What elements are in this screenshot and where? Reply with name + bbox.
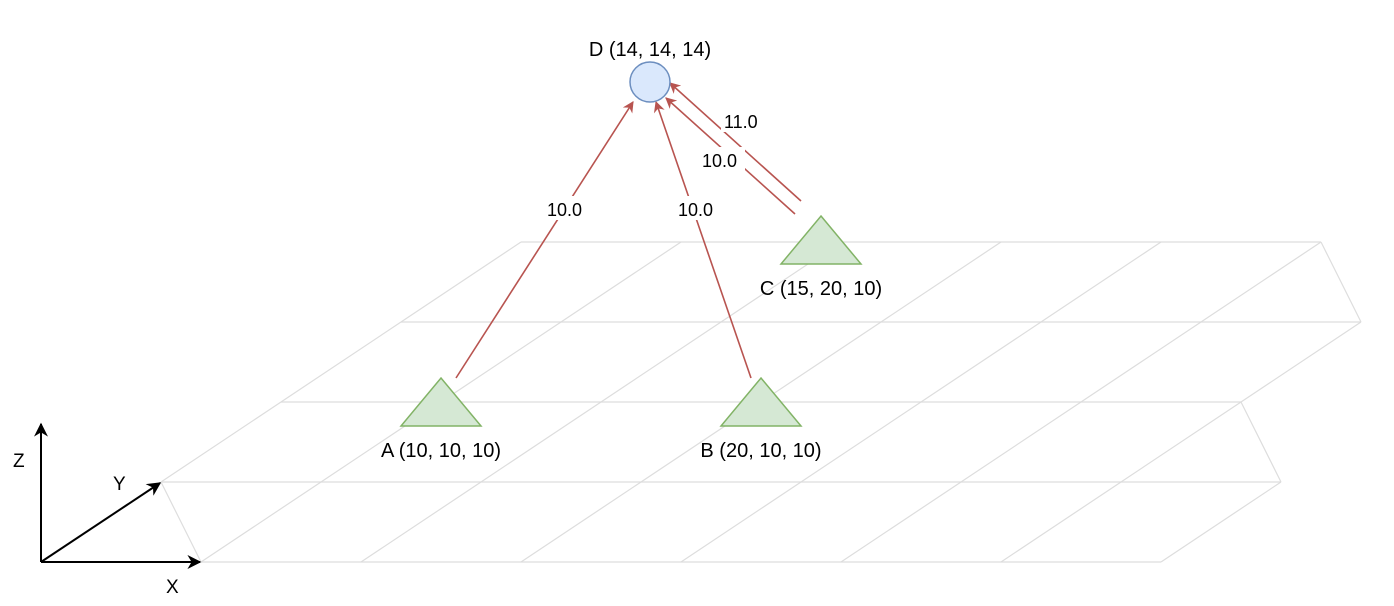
node-d-label: D (14, 14, 14) (589, 39, 711, 61)
edge-c-to-d-outer-label: 11.0 (724, 112, 758, 132)
edge-c-to-d-inner-label-bg (699, 147, 745, 171)
edge-a-to-d (455, 101, 634, 379)
grid-diagonal-line (760, 321, 882, 403)
grid-diagonal-line (440, 321, 562, 403)
grid-diagonal-line (560, 241, 682, 323)
node-b-label: B (20, 10, 10) (700, 440, 821, 462)
grid-diagonal-line (1040, 241, 1162, 323)
grid-diagonal-line (480, 401, 602, 483)
node-d: D (14, 14, 14) (589, 39, 711, 103)
grid-diagonal-line (1120, 401, 1242, 483)
edge-c-to-d-outer (669, 82, 802, 202)
ground-grid (160, 241, 1362, 563)
circle-icon (629, 61, 671, 103)
edge-a-to-d-label-bg (544, 196, 590, 220)
grid-diagonal-line (280, 321, 402, 403)
grid-diagonal-line (840, 481, 962, 563)
y-axis-label: Y (113, 474, 126, 495)
grid-diagonal-line (1000, 481, 1122, 563)
node-b: B (20, 10, 10) (700, 376, 822, 462)
grid-edge-line (1240, 401, 1282, 483)
grid-diagonal-line (1240, 321, 1362, 403)
grid-diagonal-line (680, 481, 802, 563)
grid-edge-line (1320, 241, 1362, 323)
node-c-label: C (15, 20, 10) (760, 278, 882, 300)
edge-b-to-d (653, 100, 752, 379)
triangle-icon (779, 214, 863, 265)
grid-diagonal-line (1080, 321, 1202, 403)
edge-c-to-d-outer-label-bg (721, 108, 767, 132)
grid-diagonal-line (520, 481, 642, 563)
x-axis-label: X (166, 577, 179, 598)
grid-diagonal-line (400, 241, 522, 323)
edge-c-to-d-inner-label: 10.0 (702, 151, 737, 171)
grid-diagonal-line (880, 241, 1002, 323)
grid-diagonal-line (200, 481, 322, 563)
z-axis-label: Z (13, 451, 25, 472)
node-c: C (15, 20, 10) (760, 214, 882, 300)
edge-b-to-d-label: 10.0 (678, 200, 713, 220)
grid-edge-line (160, 481, 202, 563)
axis-gizmo: Z Y X (13, 422, 202, 598)
grid-diagonal-line (160, 401, 282, 483)
node-a: A (10, 10, 10) (381, 376, 501, 462)
edge-b-to-d-label-bg (675, 196, 721, 220)
node-a-label: A (10, 10, 10) (381, 440, 501, 462)
grid-diagonal-line (600, 321, 722, 403)
grid-diagonal-line (1200, 241, 1322, 323)
grid-diagonal-line (360, 481, 482, 563)
y-axis (40, 482, 162, 563)
grid-diagonal-line (1160, 481, 1282, 563)
edges: 10.0 10.0 10.0 11.0 (455, 82, 802, 379)
grid-diagonal-line (800, 401, 922, 483)
triangle-icon (719, 376, 803, 427)
grid-diagonal-line (920, 321, 1042, 403)
edge-a-to-d-label: 10.0 (547, 200, 582, 220)
grid-diagonal-line (960, 401, 1082, 483)
triangle-icon (399, 376, 483, 427)
